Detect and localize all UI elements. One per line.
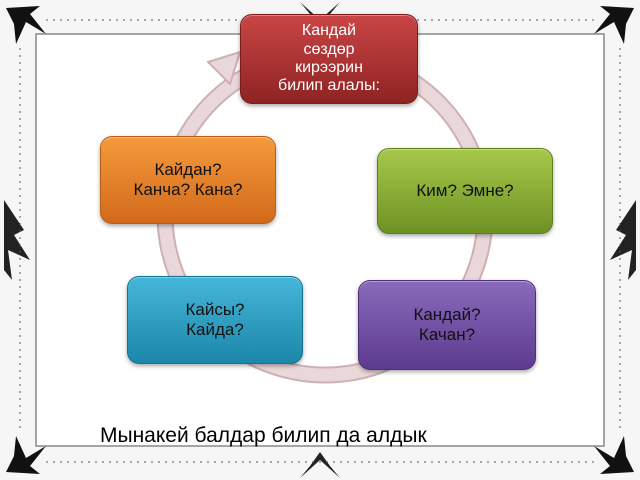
node-bottom-left: Кайсы? Кайда? [127,276,303,364]
corner-ornament-icon [6,6,634,474]
node-left: Кайдан? Канча? Кана? [100,136,276,224]
node-right: Ким? Эмне? [377,148,553,234]
cycle-arrow-icon [206,50,242,86]
footer-text: Мынакей балдар билип да алдык [100,424,427,447]
node-top: Кандай сөздөр кирээрин билип алалы: [240,14,418,104]
node-bottom-right: Кандай? Качан? [358,280,536,370]
